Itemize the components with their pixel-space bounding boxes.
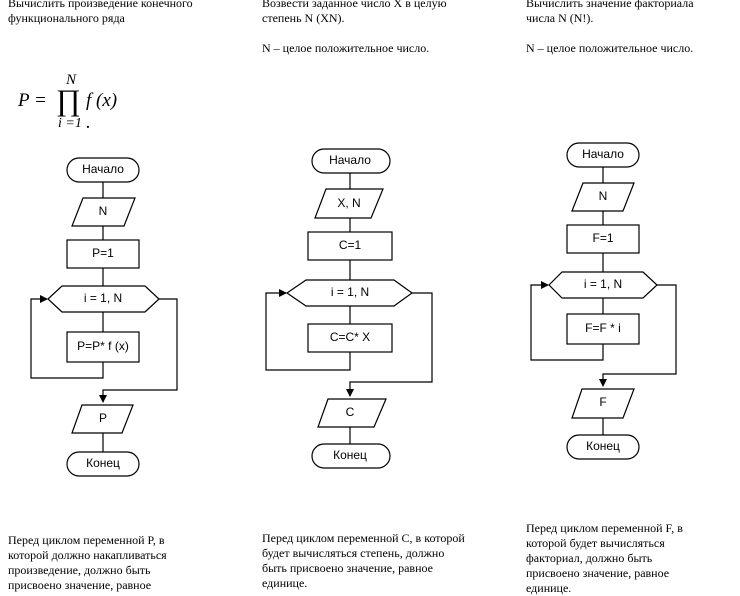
- flowchart-factorial: [530, 142, 677, 460]
- formula-lhs: P =: [18, 90, 47, 111]
- body-label: C=C* X: [330, 330, 370, 344]
- init-label: P=1: [92, 246, 114, 260]
- input-label: N: [99, 204, 108, 218]
- output-parallelogram: [571, 388, 635, 419]
- formula-lower-limit: i =1: [58, 116, 82, 131]
- input-parallelogram: [314, 188, 384, 219]
- note-power: Перед циклом переменной C, в которой буд…: [262, 531, 465, 590]
- start-label: Начало: [329, 153, 371, 167]
- input-label: X, N: [337, 196, 360, 210]
- loop-label: i = 1, N: [584, 277, 622, 291]
- start-terminator: [311, 148, 391, 174]
- init-process: [307, 231, 393, 261]
- note-product: Перед циклом переменной P, в которой дол…: [8, 533, 167, 592]
- body-process: [66, 331, 140, 363]
- init-label: F=1: [592, 231, 613, 245]
- end-terminator: [66, 451, 140, 477]
- output-label: P: [99, 411, 107, 425]
- task-text-power: Возвести заданное число X в целую степен…: [262, 0, 447, 55]
- init-process: [566, 224, 640, 254]
- task-text-factorial: Вычислить значение факториала числа N (N…: [526, 0, 694, 55]
- end-label: Конец: [333, 448, 367, 462]
- input-label: N: [599, 189, 608, 203]
- loop-label: i = 1, N: [331, 285, 369, 299]
- output-label: F: [599, 395, 606, 409]
- end-label: Конец: [86, 456, 120, 470]
- formula-upper-limit: N: [66, 72, 77, 88]
- product-formula: P = N ∏ i =1 f (x) .: [14, 72, 124, 138]
- flowchart-product: [30, 157, 178, 477]
- output-parallelogram: [71, 404, 134, 434]
- product-symbol: ∏: [56, 84, 81, 117]
- body-process: [566, 313, 640, 345]
- start-label: Начало: [82, 162, 124, 176]
- flowchart-power: [265, 148, 433, 469]
- formula-term: f (x) .: [86, 90, 118, 133]
- body-label: P=P* f (x): [77, 339, 129, 353]
- init-label: C=1: [339, 238, 362, 252]
- start-label: Начало: [582, 147, 624, 161]
- input-parallelogram: [571, 182, 635, 212]
- end-terminator: [566, 434, 640, 460]
- output-label: C: [346, 405, 355, 419]
- note-factorial: Перед циклом переменной F, в которой буд…: [526, 521, 683, 595]
- body-process: [307, 323, 393, 353]
- output-parallelogram: [317, 398, 387, 428]
- loop-label: i = 1, N: [84, 291, 122, 305]
- end-terminator: [311, 443, 391, 469]
- end-label: Конец: [586, 439, 620, 453]
- task-text-product: Вычислить произведение конечного функцио…: [8, 0, 193, 25]
- body-label: F=F * i: [585, 321, 621, 335]
- input-parallelogram: [71, 197, 136, 227]
